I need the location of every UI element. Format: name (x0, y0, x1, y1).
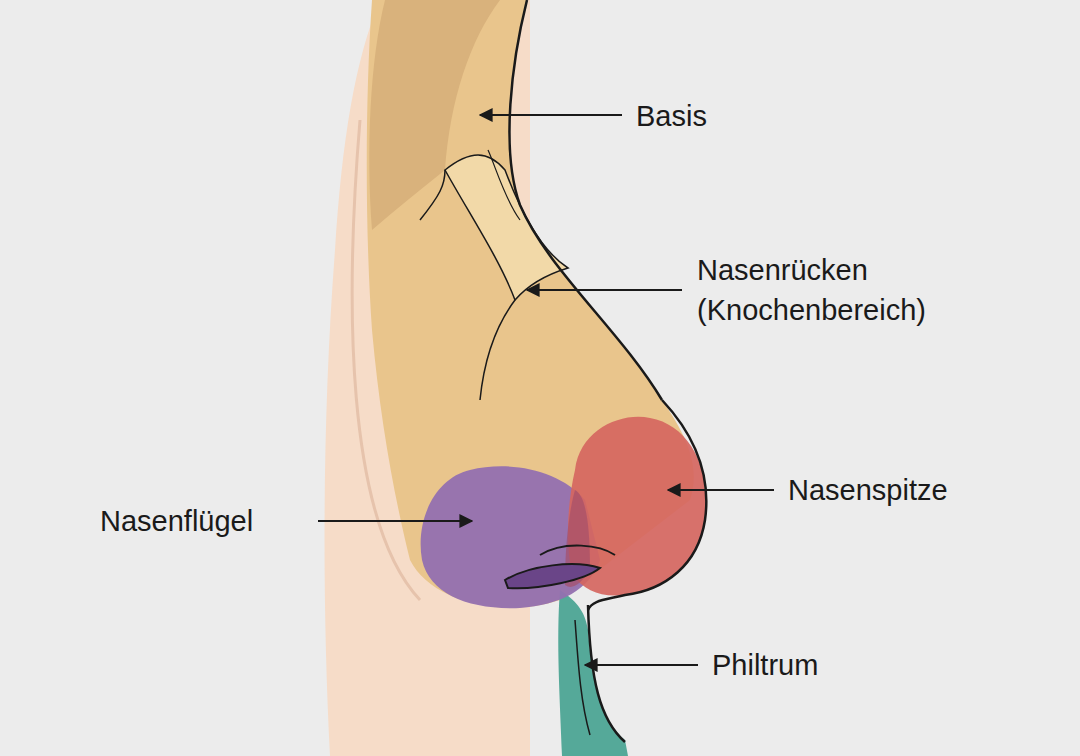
part-label: Basis (636, 96, 936, 136)
nasal-bone (445, 155, 568, 300)
part-label: Philtrum (712, 645, 1012, 685)
leader-line (668, 489, 774, 491)
leader-line (318, 520, 472, 522)
part-label: Nasenspitze (788, 470, 1068, 510)
leader-line (527, 289, 682, 291)
leader-line (585, 664, 698, 666)
part-label: Nasenrücken (Knochenbereich) (697, 250, 997, 330)
part-label: Nasenflügel (100, 501, 315, 541)
leader-line (480, 114, 622, 116)
philtrum-area (558, 590, 628, 756)
